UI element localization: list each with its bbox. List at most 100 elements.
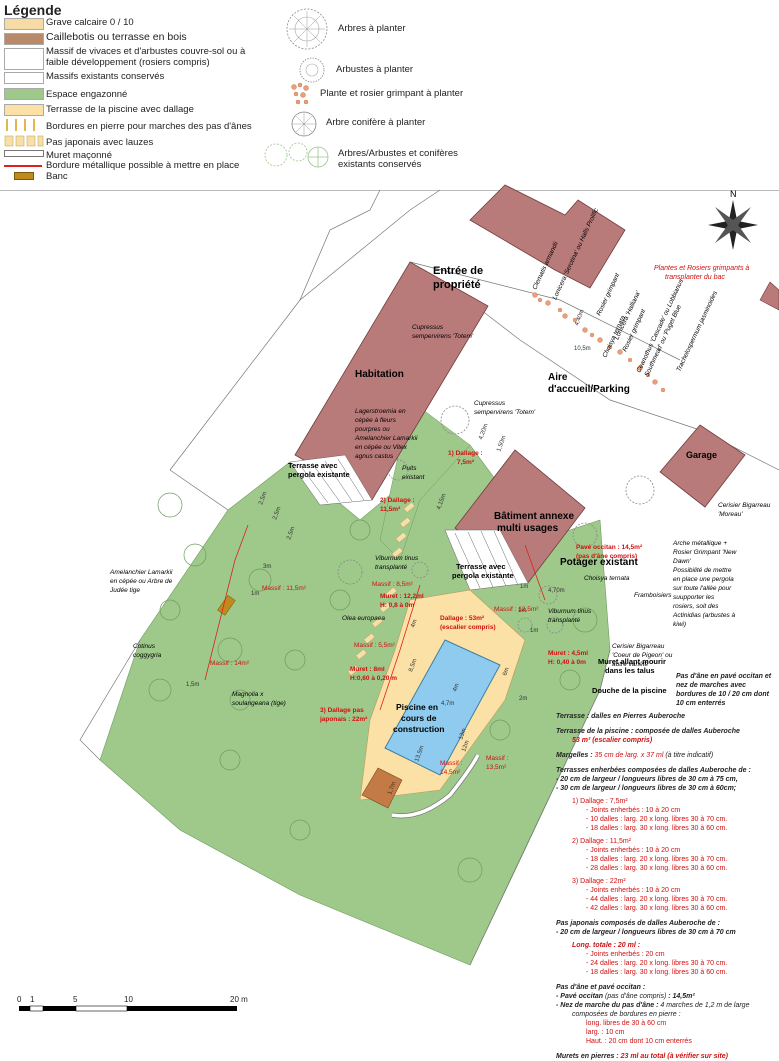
label-massif55: Massif : 5,5m² — [354, 642, 396, 649]
north-arrow: N — [708, 189, 758, 250]
pergola-terrace-1 — [289, 454, 373, 506]
note-pave-title-4: 10 cm enterrés — [676, 700, 726, 707]
label-framboisiers: Framboisiers — [634, 592, 672, 599]
label-cerisier-2c: autre variété — [612, 661, 649, 668]
note-pj-1: - 20 cm de largeur / longueurs libres de… — [556, 929, 736, 936]
dim-15: 13,5m — [414, 745, 425, 763]
label-cerisier-2a: Cerisier Bigarreau — [612, 643, 665, 650]
note-d2-1: - Joints enherbés : 10 à 20 cm — [586, 847, 681, 854]
dim-5: 3m — [263, 564, 271, 570]
note-terrasse: Terrasse : dalles en Pierres Auberoche — [556, 713, 686, 720]
note-pa-title: Pas d'âne et pavé occitan : — [556, 984, 646, 991]
label-muret12-b: H: 0,8 à 0m — [380, 602, 415, 609]
dim-19: 6m — [502, 667, 510, 677]
note-d3-2: - 44 dalles : larg. 20 x long. libres 30… — [586, 896, 728, 903]
existing-trees-icon — [264, 142, 329, 168]
legend-item-bordures: Bordures en pierre pour marches des pas … — [46, 121, 252, 132]
note-margelles-c: (à titre indicatif) — [663, 752, 714, 759]
label-piscine-3: construction — [393, 724, 444, 734]
label-massif135-b: 13,5m² — [486, 764, 507, 771]
note-d3-3: - 42 dalles : larg. 30 x long. libres 30… — [586, 905, 728, 912]
label-massif125: Massif : 12,5m² — [494, 606, 539, 613]
dim-3: 2,5m — [258, 491, 268, 506]
label-plantes-rosiers-1: Plantes et Rosiers grimpants à — [654, 265, 749, 272]
label-amel-3: Judée tige — [109, 587, 140, 594]
pergola-terrace-2 — [444, 529, 529, 591]
label-aire-2: d'accueil/Parking — [548, 384, 630, 395]
label-massif85: Massif : 8,5m² — [372, 581, 414, 588]
conifer-icon — [291, 111, 317, 137]
label-puits-2: existant — [402, 474, 426, 481]
label-dallage53-b: (escalier compris) — [440, 624, 496, 631]
label-cerisier-1a: Cerisier Bigarreau — [718, 502, 771, 509]
label-lager-2: cépée à fleurs — [355, 417, 397, 424]
label-muret45-b: H: 0,40 à 0m — [548, 659, 586, 666]
label-muret8-a: Muret : 8ml — [350, 666, 385, 673]
label-cupressus-2b: sempervirens 'Totem' — [474, 409, 536, 416]
label-choisya-2: Choisya ternata — [584, 575, 630, 582]
dim-14: 4,7m — [441, 701, 454, 707]
dim-10: 4,40m — [574, 309, 585, 327]
label-arche-6: sur toute l'allée pour — [673, 585, 732, 592]
note-d3-1: - Joints enherbés : 10 à 20 cm — [586, 887, 681, 894]
dim-1: 1,50m — [496, 435, 507, 453]
label-lager-5: en cépée ou Vitex — [355, 444, 408, 451]
legend-title: Légende — [4, 2, 62, 18]
note-pave-title-3: bordures de 10 / 20 cm dont — [676, 691, 769, 698]
label-viburnum-1a: Viburnum tinus — [375, 555, 419, 562]
label-muret-2: dans les talus — [605, 666, 655, 675]
label-viburnum-2b: transplanté — [548, 617, 581, 624]
label-lager-4: Amelanchier Lamarkii — [354, 435, 418, 442]
label-arche-7: suupporter les — [673, 594, 715, 601]
label-cerisier-1b: 'Moreau' — [718, 511, 743, 518]
swatch-massif — [4, 48, 44, 70]
label-arche-8: rosiers, soit des — [673, 603, 719, 610]
note-pa-5: Haut. : 20 cm dont 10 cm enterrés — [586, 1038, 692, 1045]
label-lager-6: agnus castus — [355, 453, 394, 460]
scale-tick-20: 20 m — [230, 995, 248, 1004]
label-arche-5: en place une pergola — [673, 576, 734, 583]
scale-tick-1: 1 — [30, 995, 35, 1004]
label-batiment-2: multi usages — [497, 523, 559, 534]
dim-22: 1,7m — [387, 781, 397, 796]
note-enh-2: - 30 cm de largeur / longueurs libres de… — [556, 785, 737, 792]
deck-area — [361, 767, 403, 809]
label-plantes-rosiers-2: transplanter du bac — [665, 274, 725, 281]
label-arche-9: Actinidias (arbustes à — [672, 612, 736, 619]
legend-item-grave: Grave calcaire 0 / 10 — [46, 17, 134, 28]
label-viburnum-1b: transplanté — [375, 564, 408, 571]
note-d1-1: - Joints enherbés : 10 à 20 cm — [586, 807, 681, 814]
label-entree-2: propriété — [433, 279, 481, 291]
note-pj-title: Pas japonais composés de dalles Auberoch… — [556, 920, 720, 927]
legend-plant-grimpant: Plante et rosier grimpant à planter — [320, 88, 464, 99]
existing-trees — [148, 492, 598, 883]
note-d1-3: - 18 dalles : larg. 30 x long. libres 30… — [586, 825, 728, 832]
note-pa-2b: 4 marches de 1,2 m de large — [658, 1002, 750, 1009]
scale-tick-10: 10 — [124, 995, 133, 1004]
label-arche-4: Possibilité de mettre — [673, 567, 732, 574]
tree-icon — [286, 8, 328, 50]
dim-17: 13m — [458, 728, 468, 741]
label-dallage1-b: 7,5m² — [457, 459, 475, 466]
label-amel-2: en cépée ou Arbre de — [110, 578, 173, 585]
legend-item-terrasse-piscine: Terrasse de la piscine avec dallage — [46, 104, 194, 115]
note-enh-1: - 20 cm de largeur / longueurs libres de… — [556, 776, 738, 783]
note-pa-1c: : 14,5m² — [668, 993, 695, 1000]
note-pave-title-1: Pas d'âne en pavé occitan et — [676, 673, 772, 680]
label-trachelo: Trachelospermum jasminoides — [675, 289, 719, 372]
label-muret12-a: Muret : 12,2ml — [380, 593, 424, 600]
dim-4: 2,5m — [286, 526, 296, 541]
swatch-gazon — [4, 88, 44, 100]
building-garage — [659, 424, 746, 508]
label-piscine-1: Piscine en — [396, 702, 438, 712]
stepping-stones — [347, 501, 416, 676]
dim-23: 2,5m — [272, 506, 282, 521]
dim-18: 12m — [461, 740, 471, 753]
label-terrasse-2b: pergola existante — [452, 571, 514, 580]
note-pave-title-2: nez de marches avec — [676, 682, 747, 689]
label-pave-b: (pas d'âne compris) — [576, 553, 637, 560]
label-arche-3: Dawn' — [673, 558, 692, 565]
legend-item-gazon: Espace engazonné — [46, 89, 128, 100]
dimension-labels: 4,20m 1,50m 4,15m 2,5m 2,5m 3m 1m 4,70m … — [186, 309, 591, 796]
note-d2-3: - 28 dalles : larg. 30 x long. libres 30… — [586, 865, 728, 872]
